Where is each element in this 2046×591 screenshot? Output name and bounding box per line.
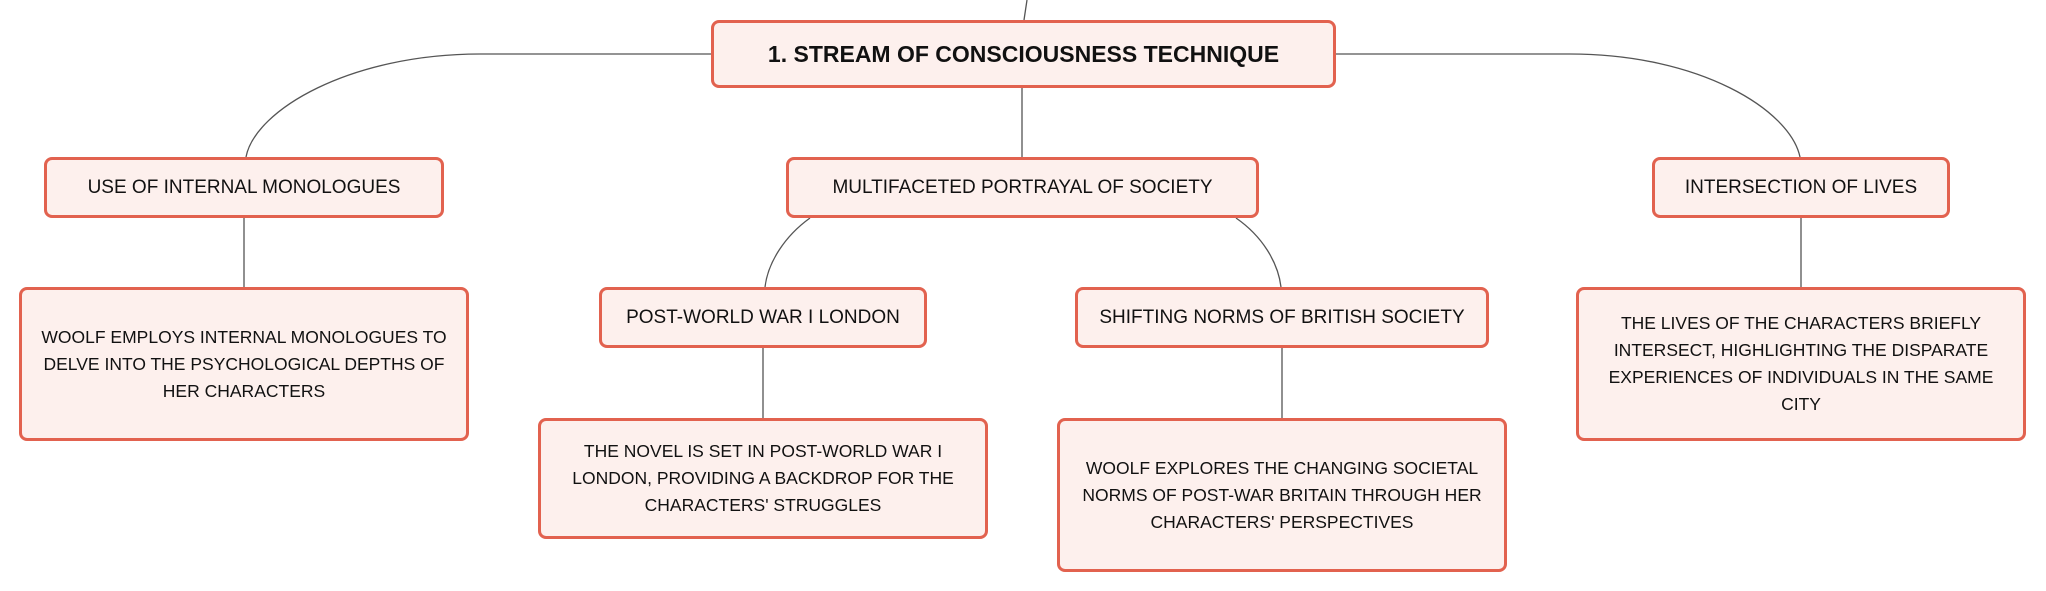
detail-node-internal-monologues[interactable]: WOOLF EMPLOYS INTERNAL MONOLOGUES TO DEL…	[19, 287, 469, 441]
topic-node-label: USE OF INTERNAL MONOLOGUES	[87, 176, 401, 198]
detail-node-text: THE LIVES OF THE CHARACTERS BRIEFLY INTE…	[1608, 313, 1994, 414]
connector-multifaceted-post-war-london	[764, 217, 811, 288]
topic-node-internal-monologues[interactable]: USE OF INTERNAL MONOLOGUES	[44, 157, 444, 218]
detail-node-text: WOOLF EMPLOYS INTERNAL MONOLOGUES TO DEL…	[41, 326, 447, 401]
detail-node-text: THE NOVEL IS SET IN POST-WORLD WAR I LON…	[572, 441, 954, 515]
detail-node-text: WOOLF EXPLORES THE CHANGING SOCIETAL NOR…	[1082, 457, 1482, 532]
topic-node-intersection-of-lives[interactable]: INTERSECTION OF LIVES	[1652, 157, 1950, 218]
detail-node-shifting-norms[interactable]: WOOLF EXPLORES THE CHANGING SOCIETAL NOR…	[1057, 418, 1507, 572]
topic-node-label: MULTIFACETED PORTRAYAL OF SOCIETY	[832, 176, 1213, 198]
topic-node-label: INTERSECTION OF LIVES	[1684, 176, 1918, 198]
topic-node-multifaceted-society[interactable]: MULTIFACETED PORTRAYAL OF SOCIETY	[786, 157, 1259, 218]
detail-node-post-war-london[interactable]: THE NOVEL IS SET IN POST-WORLD WAR I LON…	[538, 418, 988, 539]
connector-parent-root	[1023, 0, 1028, 21]
root-node[interactable]: 1. STREAM OF CONSCIOUSNESS TECHNIQUE	[711, 20, 1336, 88]
subtopic-node-post-war-london[interactable]: POST-WORLD WAR I LONDON	[599, 287, 927, 348]
connector-root-internal-monologues	[245, 53, 711, 158]
root-node-label: 1. STREAM OF CONSCIOUSNESS TECHNIQUE	[767, 40, 1280, 67]
subtopic-node-shifting-norms[interactable]: SHIFTING NORMS OF BRITISH SOCIETY	[1075, 287, 1489, 348]
connector-root-intersection	[1336, 53, 1801, 158]
connector-multifaceted-shifting-norms	[1235, 217, 1282, 288]
detail-node-intersection-of-lives[interactable]: THE LIVES OF THE CHARACTERS BRIEFLY INTE…	[1576, 287, 2026, 441]
subtopic-node-label: POST-WORLD WAR I LONDON	[626, 306, 900, 328]
subtopic-node-label: SHIFTING NORMS OF BRITISH SOCIETY	[1099, 306, 1465, 328]
